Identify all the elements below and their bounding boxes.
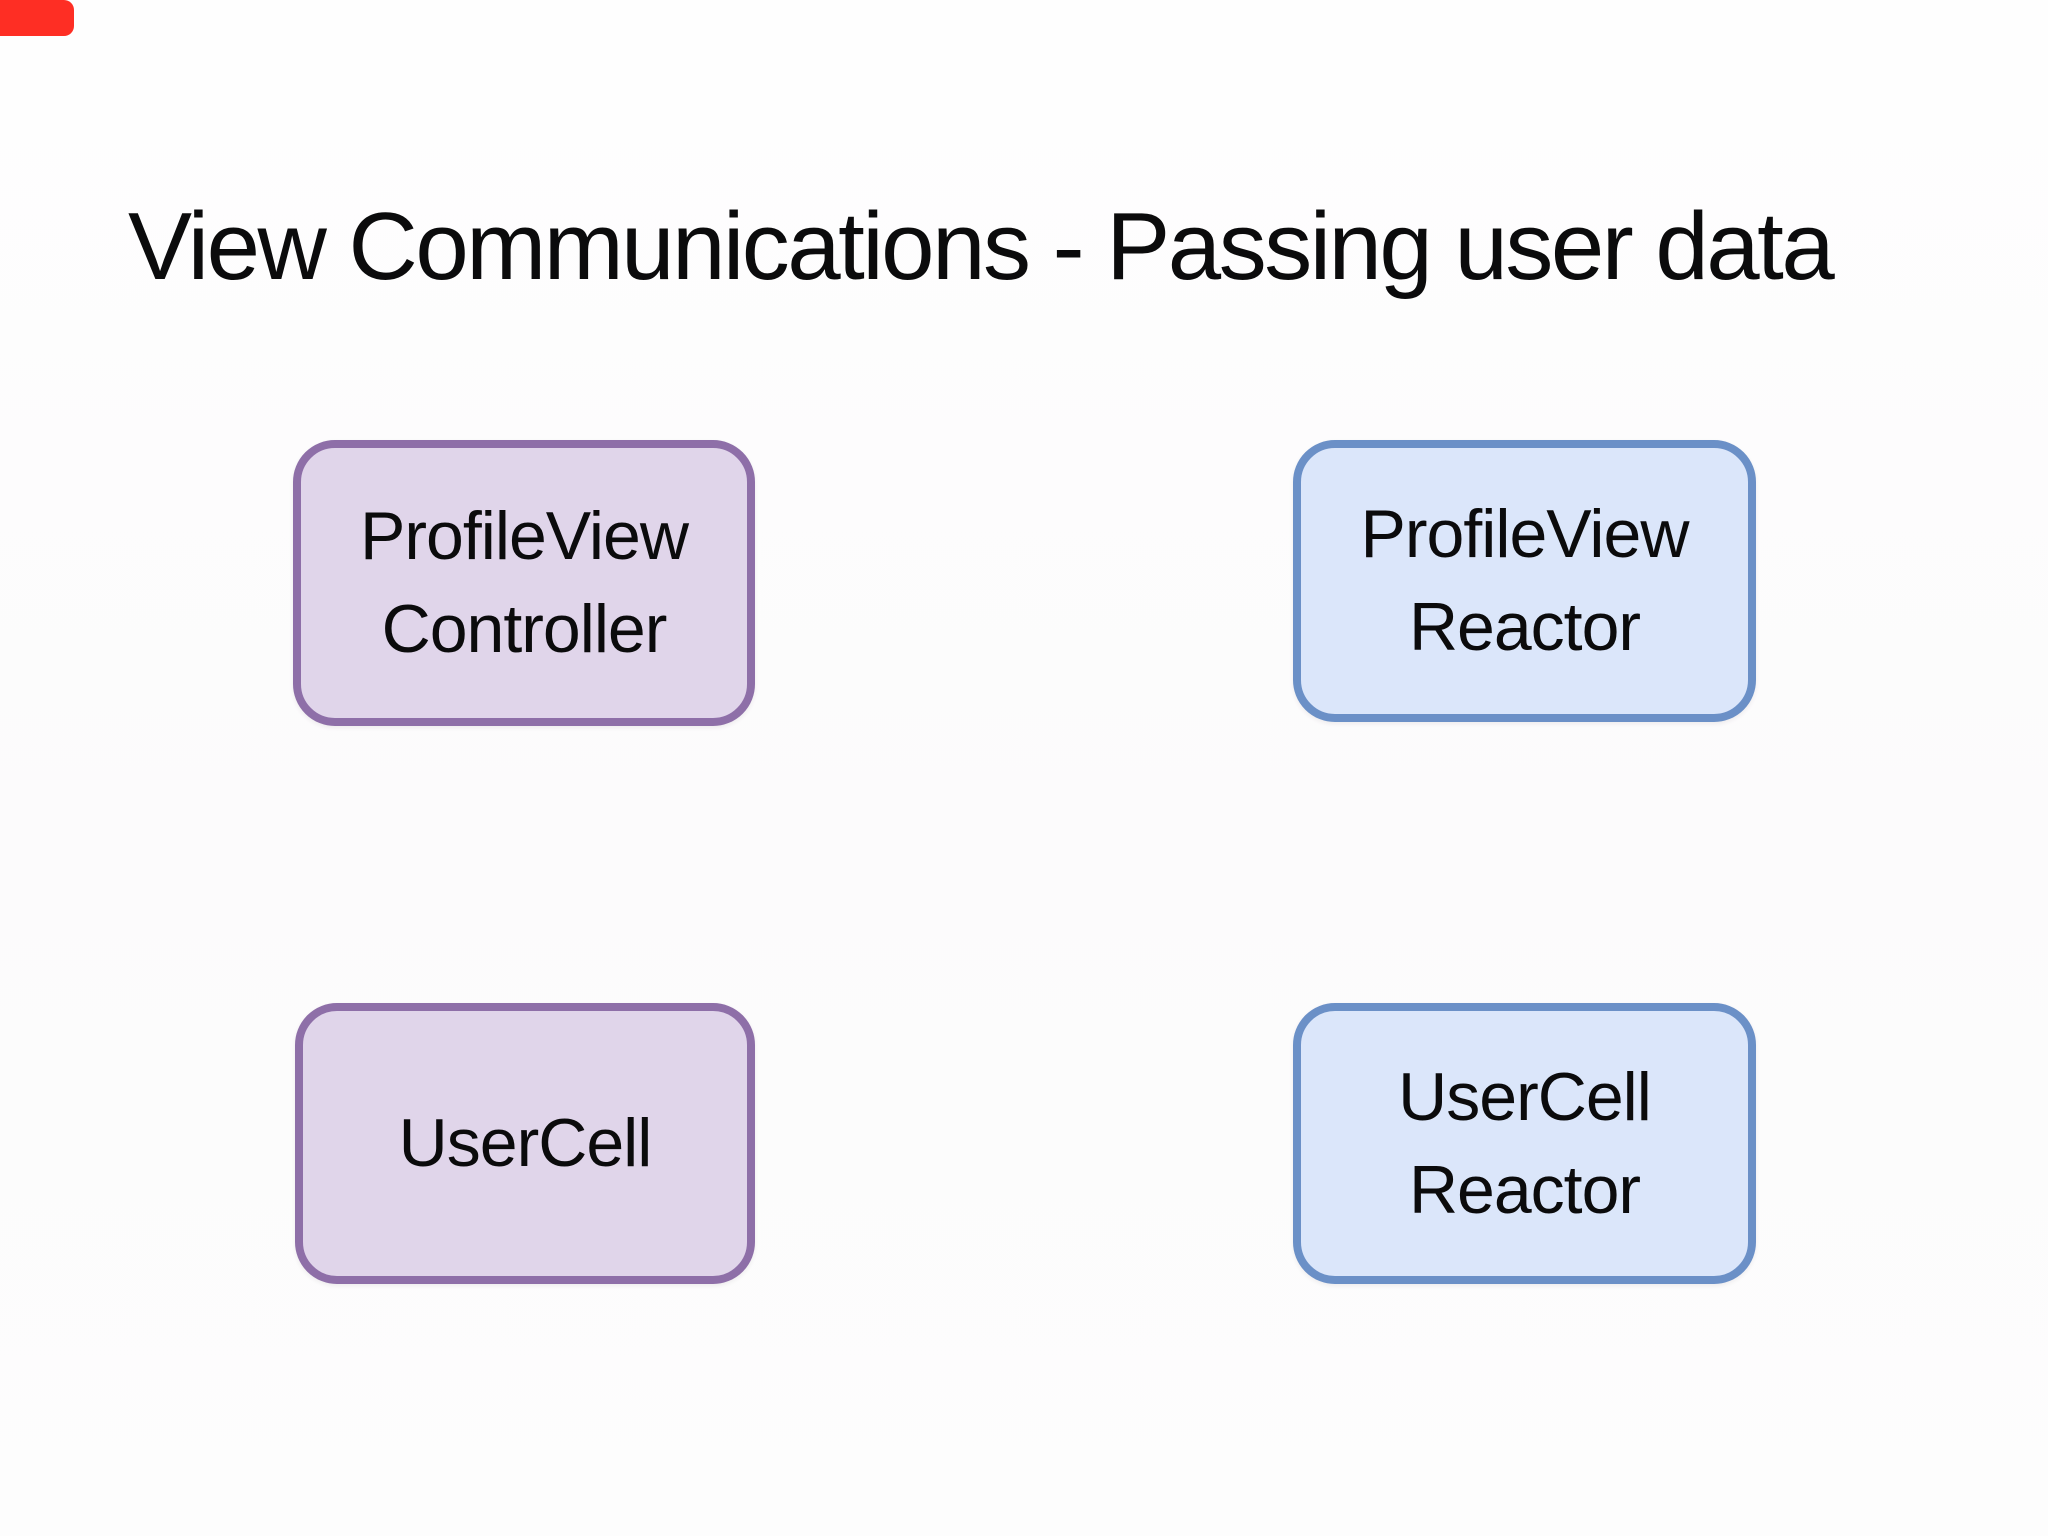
node-label-line: UserCell [1398, 1058, 1652, 1135]
slide-title: View Communications - Passing user data [128, 193, 1835, 301]
node-label-line: Reactor [1408, 1151, 1641, 1228]
record-indicator-icon[interactable] [0, 0, 74, 36]
diagram-node-profileview-controller: ProfileView Controller [293, 440, 755, 726]
diagram-node-usercell-reactor: UserCell Reactor [1293, 1003, 1756, 1284]
node-label-line: UserCell [398, 1105, 653, 1181]
node-label-line: ProfileView [1360, 496, 1690, 572]
node-label-line: Controller [381, 591, 668, 667]
node-label-line: ProfileView [360, 498, 689, 574]
node-label-line: Reactor [1408, 589, 1641, 665]
diagram-node-usercell: UserCell [295, 1003, 755, 1284]
diagram-node-profileview-reactor: ProfileView Reactor [1293, 440, 1756, 722]
